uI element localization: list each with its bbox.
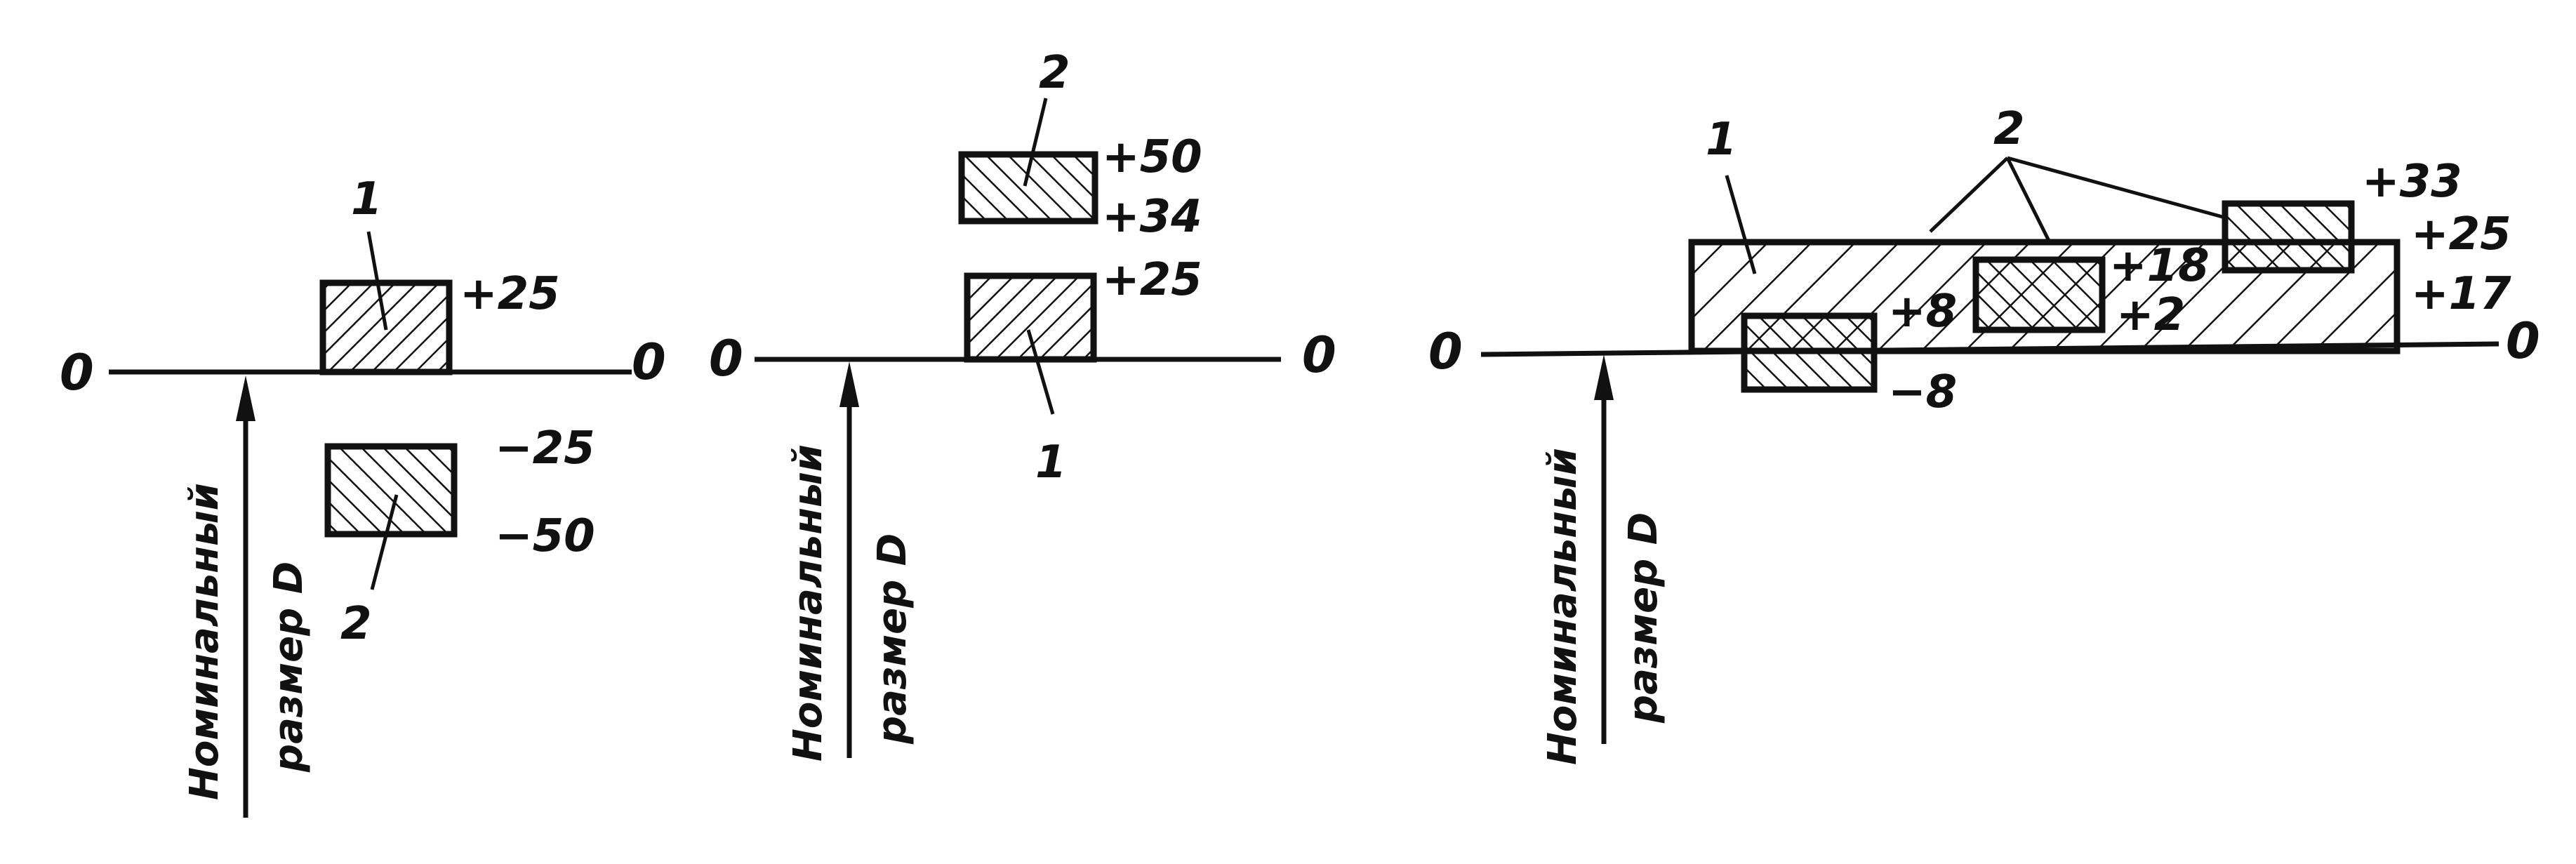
zero-label-right: 0 <box>1302 326 1336 384</box>
diagram-1: 0 0 Номинальный размер D +25 1 −25 −50 2 <box>60 173 666 818</box>
zone-1-label: 1 <box>1035 437 1067 489</box>
zone-2-label: 2 <box>340 598 372 650</box>
zone-2-leaders <box>1929 156 2226 244</box>
zone-1-leader <box>1026 329 1055 415</box>
zone-2-upper-deviation: +50 <box>1102 131 1202 183</box>
zone-2-label: 2 <box>1993 103 2025 155</box>
tolerance-zone-2a <box>1741 312 1878 393</box>
zone-2a-lower-deviation: −8 <box>1888 366 1957 418</box>
axis-label-nominal: Номинальный <box>1540 448 1586 765</box>
zone-1-upper-deviation: +25 <box>2411 208 2511 260</box>
zone-2-lower-deviation: +34 <box>1102 191 1202 243</box>
zone-2b-lower-deviation: +2 <box>2116 289 2185 341</box>
zero-label-left: 0 <box>60 344 94 401</box>
tolerance-zone-1 <box>319 279 453 375</box>
zone-2c-upper-deviation: +33 <box>2362 156 2462 208</box>
zone-1-leader <box>1725 175 1757 274</box>
diagram-3: 0 0 Номинальный размер D +25 1 +8 −8 +18… <box>1428 103 2540 765</box>
zone-1-label: 1 <box>1706 114 1737 166</box>
nominal-size-arrow <box>839 361 859 758</box>
zone-1-upper-deviation: +25 <box>460 268 560 320</box>
zero-label-left: 0 <box>709 330 743 387</box>
diagram-2: 0 0 Номинальный размер D +25 1 +50 +34 2 <box>709 47 1336 762</box>
zone-1-upper-deviation: +25 <box>1102 254 1202 306</box>
zone-2-upper-deviation: −25 <box>495 423 595 474</box>
zone-2b-upper-deviation: +18 <box>2109 240 2210 292</box>
nominal-size-arrow <box>236 375 255 818</box>
zone-2-leader <box>1023 98 1048 187</box>
zero-label-left: 0 <box>1428 323 1463 380</box>
zero-label-right: 0 <box>632 333 666 391</box>
zone-2-lower-deviation: −50 <box>495 510 595 562</box>
zone-1-label: 1 <box>351 173 383 225</box>
zone-2c-lower-deviation: +17 <box>2411 268 2511 320</box>
tolerance-zone-1 <box>964 272 1097 363</box>
tolerance-zone-2c <box>2222 200 2355 274</box>
axis-label-nominal: Номинальный <box>785 444 831 762</box>
axis-label-nominal: Номинальный <box>182 483 227 800</box>
axis-label-size-d: размер D <box>1621 512 1666 724</box>
axis-label-size-d: размер D <box>870 533 915 745</box>
axis-label-size-d: размер D <box>266 561 312 773</box>
zero-label-right: 0 <box>2506 312 2540 370</box>
nominal-size-arrow <box>1594 354 1614 744</box>
zone-2-leader <box>370 494 399 590</box>
zone-2a-upper-deviation: +8 <box>1888 286 1957 338</box>
zone-2-label: 2 <box>1039 47 1070 99</box>
zone-1-leader <box>366 231 388 331</box>
tolerance-zone-2b <box>1972 256 2106 333</box>
